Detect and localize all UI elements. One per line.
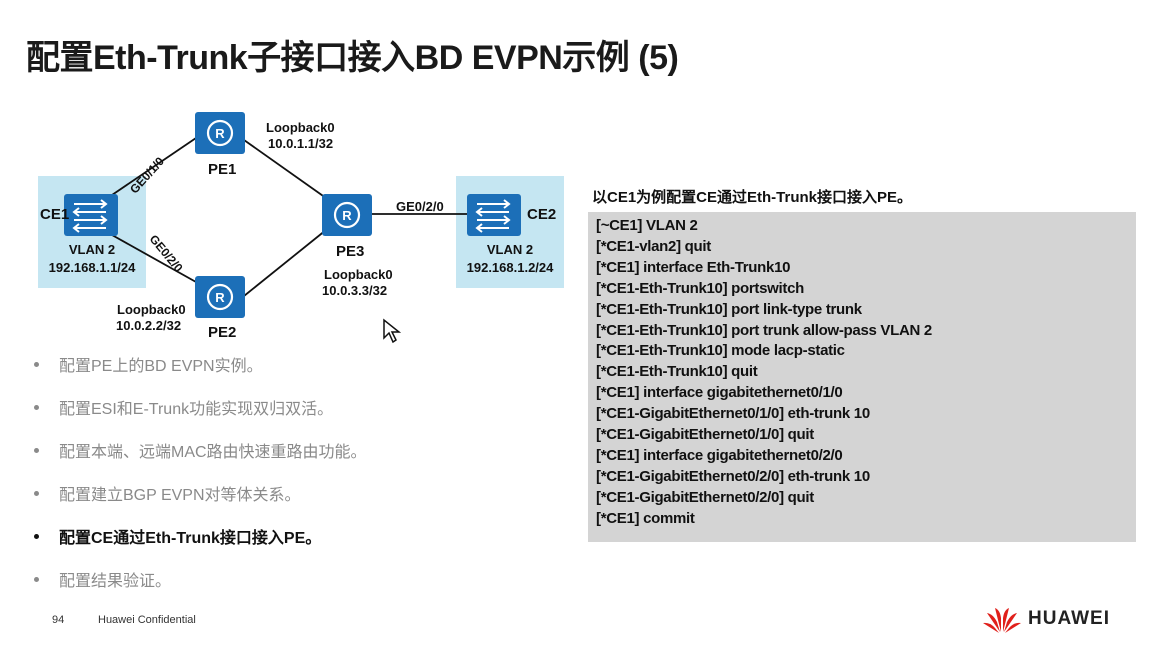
code-line: [*CE1-GigabitEthernet0/2/0] quit	[596, 488, 814, 506]
code-line: [*CE1-GigabitEthernet0/1/0] quit	[596, 426, 814, 444]
pe2-loopback-ip: 10.0.2.2/32	[116, 318, 182, 333]
confidential-label: Huawei Confidential	[98, 614, 196, 626]
svg-text:R: R	[342, 208, 352, 223]
router-icon: R	[195, 276, 245, 318]
config-intro: 以CE1为例配置CE通过Eth-Trunk接口接入PE。	[592, 189, 913, 206]
step-text: 配置CE通过Eth-Trunk接口接入PE。	[59, 530, 322, 547]
router-icon: R	[322, 194, 372, 236]
step-text: 配置PE上的BD EVPN实例。	[59, 358, 263, 375]
code-line: [*CE1-Eth-Trunk10] port trunk allow-pass…	[596, 321, 932, 339]
list-item: 配置本端、远端MAC路由快速重路由功能。	[34, 431, 367, 474]
bullet-icon	[34, 534, 39, 540]
code-line: [~CE1] VLAN 2	[596, 217, 698, 234]
bullet-icon	[34, 362, 39, 368]
pe3-name: PE3	[336, 243, 365, 260]
pe2-loopback-name: Loopback0	[117, 302, 186, 317]
code-line: [*CE1-Eth-Trunk10] quit	[596, 363, 758, 381]
ce2-ip: 192.168.1.2/24	[466, 260, 554, 275]
page-number: 94	[52, 614, 65, 626]
ce1-name: CE1	[40, 206, 70, 223]
code-line: [*CE1-Eth-Trunk10] port link-type trunk	[596, 300, 862, 318]
huawei-logo: HUAWEI	[982, 604, 1110, 634]
code-line: [*CE1] interface Eth-Trunk10	[596, 258, 791, 276]
list-item: 配置建立BGP EVPN对等体关系。	[34, 474, 367, 517]
code-line: [*CE1-GigabitEthernet0/2/0] eth-trunk 10	[596, 467, 870, 485]
ce2-vlan: VLAN 2	[486, 242, 534, 257]
switch-icon	[64, 194, 118, 236]
code-line: [*CE1-GigabitEthernet0/1/0] eth-trunk 10	[596, 405, 870, 423]
page-title: 配置Eth-Trunk子接口接入BD EVPN示例 (5)	[26, 39, 679, 77]
config-code-block: [~CE1] VLAN 2 [*CE1-vlan2] quit [*CE1] i…	[588, 212, 1136, 542]
svg-text:R: R	[215, 290, 225, 305]
step-text: 配置本端、远端MAC路由快速重路由功能。	[59, 444, 367, 461]
pe1-loopback-name: Loopback0	[266, 120, 335, 135]
bullet-icon	[34, 448, 39, 454]
router-icon: R	[195, 112, 245, 154]
ce1-vlan: VLAN 2	[68, 242, 116, 257]
huawei-logo-text: HUAWEI	[1028, 608, 1110, 629]
link-label-ge020: GE0/2/0	[147, 232, 186, 275]
link-ce1-pe1	[111, 137, 197, 196]
bullet-icon	[34, 405, 39, 411]
bullet-icon	[34, 491, 39, 497]
list-item: 配置CE通过Eth-Trunk接口接入PE。	[34, 517, 367, 560]
code-line: [*CE1-vlan2] quit	[596, 237, 711, 255]
pe2-name: PE2	[208, 324, 237, 341]
list-item: 配置PE上的BD EVPN实例。	[34, 345, 367, 388]
link-ce1-pe2	[111, 234, 197, 283]
code-line: [*CE1] commit	[596, 509, 695, 527]
link-label-ge010: GE0/1/0	[127, 154, 167, 196]
code-line: [*CE1-Eth-Trunk10] mode lacp-static	[596, 342, 845, 360]
switch-icon	[467, 194, 521, 236]
ce2-name: CE2	[527, 206, 557, 223]
pe3-loopback-ip: 10.0.3.3/32	[322, 283, 388, 298]
code-line: [*CE1] interface gigabitethernet0/1/0	[596, 384, 843, 402]
svg-text:R: R	[215, 126, 225, 141]
network-topology: R R R GE0/1/0 GE0/2/0	[38, 112, 564, 318]
code-line: [*CE1-Eth-Trunk10] portswitch	[596, 279, 804, 297]
link-label-pe3-ce2: GE0/2/0	[396, 199, 444, 214]
bullet-icon	[34, 577, 39, 583]
pe3-loopback-name: Loopback0	[324, 267, 393, 282]
step-list: 配置PE上的BD EVPN实例。 配置ESI和E-Trunk功能实现双归双活。 …	[34, 345, 367, 603]
link-pe1-pe3	[243, 139, 327, 199]
step-text: 配置结果验证。	[59, 573, 172, 590]
huawei-logo-icon	[983, 608, 1021, 633]
list-item: 配置结果验证。	[34, 560, 367, 603]
code-line: [*CE1] interface gigabitethernet0/2/0	[596, 446, 843, 464]
list-item: 配置ESI和E-Trunk功能实现双归双活。	[34, 388, 367, 431]
ce1-ip: 192.168.1.1/24	[48, 260, 136, 275]
pe1-loopback-ip: 10.0.1.1/32	[268, 136, 334, 151]
link-pe2-pe3	[243, 229, 327, 297]
step-text: 配置建立BGP EVPN对等体关系。	[59, 487, 301, 504]
step-text: 配置ESI和E-Trunk功能实现双归双活。	[59, 401, 334, 418]
pe1-name: PE1	[208, 161, 237, 178]
mouse-cursor-icon	[383, 318, 402, 344]
